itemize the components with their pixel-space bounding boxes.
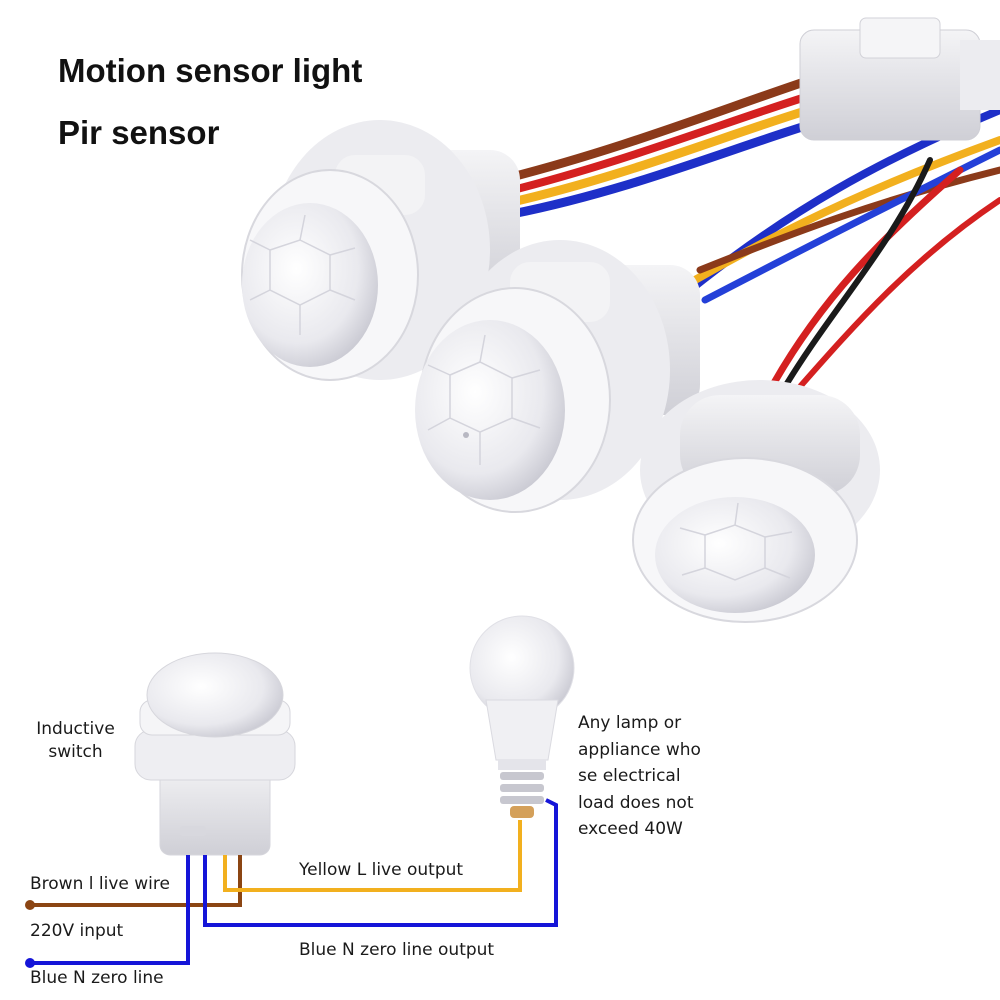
pir-sensor-3 xyxy=(632,380,880,623)
lamp-label-line: load does not xyxy=(578,792,694,813)
light-bulb-image xyxy=(469,615,575,818)
input-voltage-label: 220V input xyxy=(30,921,124,941)
lamp-label-line: exceed 40W xyxy=(578,819,683,839)
product-subtitle: Pir sensor xyxy=(58,114,220,151)
lamp-label-line: appliance who xyxy=(578,739,701,760)
product-title: Motion sensor light xyxy=(58,52,363,89)
lamp-label: Any lamp or appliance who se electrical … xyxy=(578,710,701,843)
switch-label: Inductive switch xyxy=(33,718,118,764)
brown-live-wire xyxy=(30,855,242,907)
blue-zero-line-label: Blue N zero line xyxy=(30,968,164,988)
blue-output-label: Blue N zero line output xyxy=(299,940,495,960)
brown-wire-label: Brown l live wire xyxy=(30,874,170,894)
pir-sensor-2 xyxy=(415,240,700,513)
blue-zero-input-wire xyxy=(30,855,190,965)
blue-terminal-dot xyxy=(25,958,35,968)
pir-sensor-1 xyxy=(241,120,520,381)
yellow-output-label: Yellow L live output xyxy=(299,860,464,880)
wire-bundle-top xyxy=(495,75,823,219)
lamp-label-line: se electrical xyxy=(578,766,681,786)
connector-plug xyxy=(799,17,1000,141)
wire-bundle-lower xyxy=(766,157,1000,401)
yellow-live-output-wire xyxy=(223,820,522,892)
switch-label-line1: Inductive xyxy=(36,719,115,739)
blue-zero-output-wire xyxy=(203,798,558,927)
switch-label-line2: switch xyxy=(48,741,103,762)
lamp-label-line: Any lamp or xyxy=(578,713,682,733)
inductive-switch-image xyxy=(134,652,296,856)
brown-terminal-dot xyxy=(25,900,35,910)
